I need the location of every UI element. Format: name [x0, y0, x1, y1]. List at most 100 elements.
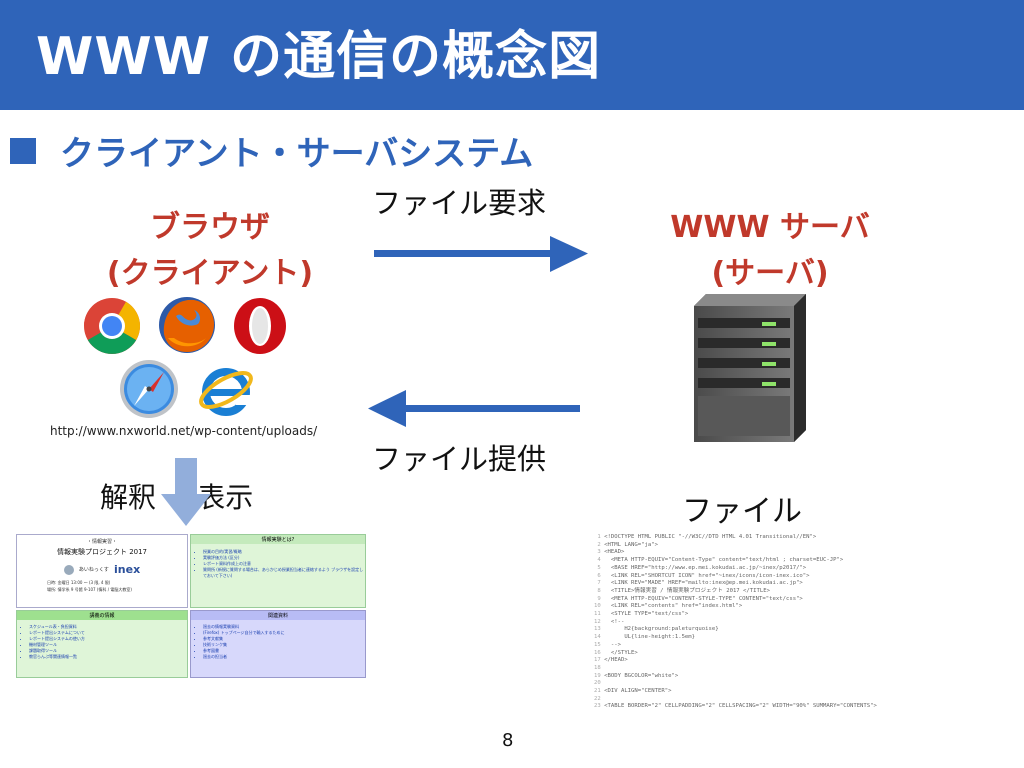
rendered-link[interactable]: 教官らんぷ等関連情報一覧 [29, 654, 187, 660]
source-line: 18 [594, 665, 934, 673]
source-line: 4 <META HTTP-EQUIV="Content-Type" conten… [594, 557, 934, 565]
rendered-link[interactable]: 参考図書 [203, 648, 365, 654]
response-arrow-icon [368, 390, 580, 427]
source-line: 3 <HEAD> [594, 549, 934, 557]
source-line-number: 10 [594, 603, 605, 610]
rendered-link[interactable]: 過去の情報実験資料 [203, 624, 365, 630]
rendered-links-heading: 関連資料 [191, 611, 365, 620]
file-label: ファイル [682, 494, 802, 529]
source-line: 10 <LINK REL="contents" href="index.html… [594, 603, 934, 611]
source-line-number: 9 [594, 595, 605, 602]
source-line-number: 23 [594, 703, 605, 710]
rendered-link[interactable]: 質問所 (新規に質問する場合は、あらかじめ授業担当者に連絡するよう ブラウザを設… [203, 567, 365, 579]
title-bar [0, 0, 1024, 110]
rendered-links-panel: 関連資料 過去の情報実験資料 (Firefox) トップページ自分で輸入するため… [190, 610, 366, 678]
source-line-number: 17 [594, 657, 605, 664]
source-line-text: <HEAD> [604, 549, 625, 556]
rendered-page-thumbnail: ・情報実習・ 情報実験プロジェクト 2017 あいねっくす inex 日時: 金… [16, 534, 366, 678]
source-line-number: 15 [594, 641, 605, 648]
rendered-link[interactable]: 参考文献集 [203, 636, 365, 642]
source-line: 12 <!-- [594, 619, 934, 627]
rendered-logo-text: inex [114, 563, 141, 576]
square-bullet-icon [10, 138, 36, 164]
response-label: ファイル提供 [372, 442, 547, 476]
source-line-number: 4 [594, 557, 605, 564]
source-line-text: <META HTTP-EQUIV="CONTENT-STYLE-TYPE" CO… [604, 595, 803, 602]
source-line-text: <DIV ALIGN="CENTER"> [604, 688, 672, 695]
source-line: 9 <META HTTP-EQUIV="CONTENT-STYLE-TYPE" … [594, 596, 934, 604]
rendered-link[interactable]: 機材管理ツール [29, 642, 187, 648]
source-line-number: 18 [594, 664, 605, 671]
rendered-logo-kana: あいねっくす [78, 567, 109, 573]
firefox-icon [159, 297, 215, 353]
internet-explorer-icon [199, 368, 253, 416]
rendered-link[interactable]: 過去の担当者 [203, 654, 365, 660]
rendered-link[interactable]: 授業の目的/実習/概略 [203, 549, 365, 555]
source-line-number: 6 [594, 572, 605, 579]
source-line-text: H2{background:paleturquoise} [604, 626, 719, 633]
source-line: 21 <DIV ALIGN="CENTER"> [594, 688, 934, 696]
rendered-header-panel: ・情報実習・ 情報実験プロジェクト 2017 あいねっくす inex 日時: 金… [16, 534, 188, 608]
source-line: 23 <TABLE BORDER="2" CELLPADDING="2" CEL… [594, 703, 934, 711]
source-line-number: 16 [594, 649, 605, 656]
source-line-number: 20 [594, 680, 605, 687]
source-line-number: 11 [594, 611, 605, 618]
source-line-text: <BODY BGCOLOR="white"> [604, 672, 679, 679]
source-line-text: </HEAD> [604, 657, 628, 664]
rendered-header-kicker: ・情報実習・ [86, 539, 117, 545]
source-line-text: <!DOCTYPE HTML PUBLIC "-//W3C//DTD HTML … [604, 534, 817, 540]
source-line: 20 [594, 680, 934, 688]
source-line-text: <LINK REV="MADE" HREF="mailto:inex@ep.me… [604, 580, 803, 587]
request-label: ファイル要求 [372, 186, 547, 220]
server-icon [694, 294, 806, 442]
rendered-lecture-heading: 講義の情報 [17, 611, 187, 620]
source-line-text: </STYLE> [604, 649, 638, 656]
source-line-number: 8 [594, 587, 605, 594]
rendered-lecture-panel: 講義の情報 スケジュール表・負担資料 レポート提出システムについて レポート提出… [16, 610, 188, 678]
rendered-link[interactable]: (Firefox) トップページ自分で輸入するために [203, 630, 365, 636]
html-source-file: 1 <!DOCTYPE HTML PUBLIC "-//W3C//DTD HTM… [594, 534, 934, 724]
page-number: 8 [502, 730, 514, 751]
source-line-number: 22 [594, 695, 605, 702]
source-line-text: <!-- [604, 618, 625, 625]
rendered-links-list: 過去の情報実験資料 (Firefox) トップページ自分で輸入するために 参考文… [203, 624, 365, 660]
rendered-link[interactable]: 課題取得ツール [29, 648, 187, 654]
slide-subtitle: クライアント・サーバシステム [60, 134, 534, 174]
source-line-number: 21 [594, 688, 605, 695]
source-line: 15 --> [594, 642, 934, 650]
rendered-about-list: 授業の目的/実習/概略 実験評価方法 (区分) レポート資料作成上の注意 質問所… [203, 549, 365, 579]
rendered-link[interactable]: レポート提出システムの使い方 [29, 636, 187, 642]
source-line-number: 5 [594, 564, 605, 571]
rendered-place: 場所: 情学系 9 号館 9-107 (情科 / 電脳大教室) [47, 587, 132, 592]
source-line-number: 1 [594, 534, 605, 540]
client-role: (クライアント) [106, 256, 314, 291]
source-line-text: <HTML LANG="ja"> [604, 541, 658, 548]
client-name: ブラウザ [150, 210, 270, 245]
source-line: 5 <BASE HREF="http://www.ep.mei.kokudai.… [594, 565, 934, 573]
rendered-link[interactable]: 実験評価方法 (区分) [203, 555, 365, 561]
source-line-text: <LINK REL="SHORTCUT ICON" href="~inex/ic… [604, 572, 810, 579]
source-line-number: 3 [594, 549, 605, 556]
source-line: 8 <TITLE>情報実習 / 情報実験プロジェクト 2017 </TITLE> [594, 588, 934, 596]
rendered-link[interactable]: 技術リンク集 [203, 642, 365, 648]
source-line: 16 </STYLE> [594, 650, 934, 658]
source-line: 19 <BODY BGCOLOR="white"> [594, 673, 934, 681]
server-name: WWW サーバ [670, 210, 870, 245]
source-line-number: 13 [594, 626, 605, 633]
source-line: 11 <STYLE TYPE="text/css"> [594, 611, 934, 619]
rendered-link[interactable]: レポート資料作成上の注意 [203, 561, 365, 567]
source-line-text: <META HTTP-EQUIV="Content-Type" content=… [604, 557, 844, 564]
source-line-number: 7 [594, 580, 605, 587]
source-line-text: <TITLE>情報実習 / 情報実験プロジェクト 2017 </TITLE> [604, 587, 770, 594]
rendered-link[interactable]: スケジュール表・負担資料 [29, 624, 187, 630]
rendered-link[interactable]: レポート提出システムについて [29, 630, 187, 636]
request-arrow-icon [374, 236, 588, 272]
source-line-text: <STYLE TYPE="text/css"> [604, 611, 689, 618]
render-down-arrow-icon [161, 458, 211, 526]
slide-title: WWW の通信の概念図 [36, 27, 602, 87]
image-credit-url: http://www.nxworld.net/wp-content/upload… [50, 424, 318, 438]
rendered-lecture-list: スケジュール表・負担資料 レポート提出システムについて レポート提出システムの使… [29, 624, 187, 660]
rendered-schedule: 日時: 金曜日 13:00 ～ (3 限, 4 限) [47, 580, 111, 585]
safari-icon [120, 360, 178, 418]
source-line: 1 <!DOCTYPE HTML PUBLIC "-//W3C//DTD HTM… [594, 534, 934, 542]
